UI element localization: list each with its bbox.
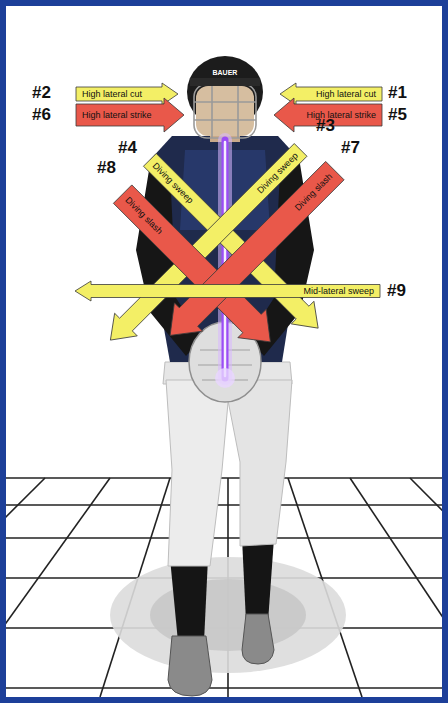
strike-arrow: High lateral cut xyxy=(76,83,178,105)
callout-number: #4 xyxy=(118,138,137,158)
arrow-outline xyxy=(76,98,184,132)
arrow-outline xyxy=(99,139,312,352)
strike-arrow: Mid-lateral sweep xyxy=(75,281,380,301)
arrow-outline xyxy=(76,83,178,105)
arrow-label: High lateral cut xyxy=(316,88,376,100)
arrow-outline xyxy=(75,281,380,301)
strike-arrow: High lateral cut xyxy=(280,83,382,105)
callout-number: #3 xyxy=(316,116,335,136)
callout-number: #6 xyxy=(32,105,51,125)
arrow-outline xyxy=(280,83,382,105)
arrow-label: Mid-lateral sweep xyxy=(303,285,374,297)
callout-number: #5 xyxy=(388,105,407,125)
callout-number: #8 xyxy=(97,158,116,178)
arrow-label: High lateral cut xyxy=(82,88,142,100)
arrow-label: High lateral strike xyxy=(82,109,152,121)
callout-number: #9 xyxy=(387,281,406,301)
callout-number: #2 xyxy=(32,83,51,103)
strike-arrow: High lateral strike xyxy=(76,98,184,132)
arrow-outline xyxy=(156,156,349,349)
callout-number: #7 xyxy=(341,138,360,158)
helmet-brand: BAUER xyxy=(213,68,238,77)
callout-number: #1 xyxy=(388,83,407,103)
